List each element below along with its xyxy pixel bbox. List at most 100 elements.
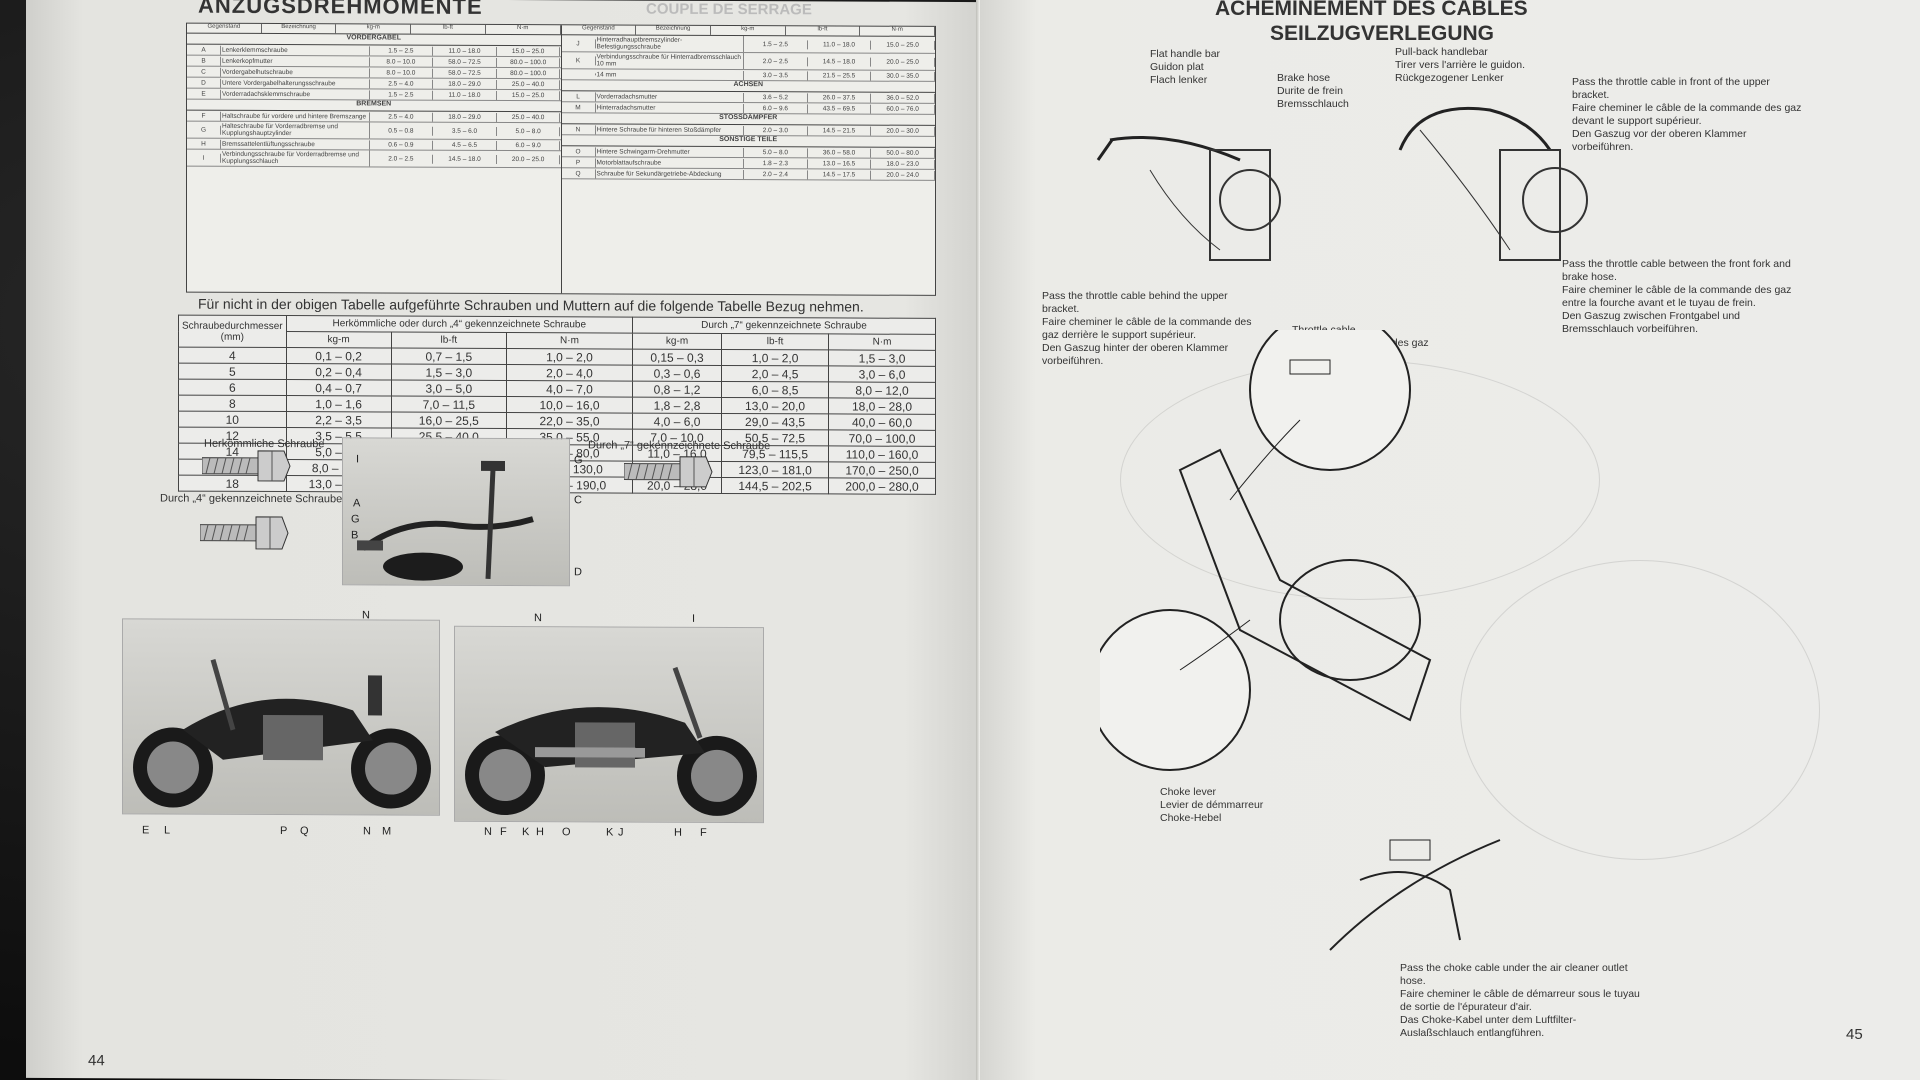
- choke-cable-diagram: [1329, 839, 1501, 951]
- table-cell: Hintere Schwingarm-Drehmutter: [595, 146, 745, 157]
- table-cell: 14.5 – 21.5: [807, 125, 872, 136]
- table-cell: 1.5 – 2.5: [369, 89, 434, 100]
- unit-header: N·m: [506, 332, 633, 350]
- table-cell: 18.0 – 29.0: [433, 79, 497, 89]
- table-cell: 15.0 – 25.0: [871, 40, 935, 50]
- table-cell: 0,8 – 1,2: [632, 381, 722, 398]
- handlebar-label-6: D: [574, 566, 582, 579]
- table-cell: E: [187, 89, 221, 99]
- table-cell: 30.0 – 35.0: [871, 71, 935, 81]
- label-choke-lever: Choke lever Levier de démmarreur Choke-H…: [1160, 786, 1264, 824]
- table-cell: 1,5 – 3,0: [391, 364, 507, 381]
- table-cell: 40,0 – 60,0: [828, 413, 936, 431]
- table-cell: 0.6 – 0.9: [369, 139, 434, 150]
- table-cell: 15.0 – 25.0: [496, 46, 561, 56]
- table-caption: Für nicht in der obigen Tabelle aufgefüh…: [198, 295, 864, 315]
- table-cell: 10,0 – 16,0: [506, 396, 633, 414]
- page-title: ANZUGSDREHMOMENTE: [198, 0, 483, 19]
- callout-letter: Q: [300, 825, 309, 838]
- column-header: Bezeichnung: [261, 23, 337, 34]
- col-group-conventional: Herkömmliche oder durch „4“ gekennzeichn…: [286, 315, 633, 334]
- table-cell: 36.0 – 58.0: [807, 147, 872, 158]
- table-cell: Vordergabelhutschraube: [221, 67, 370, 77]
- label-flat-handlebar: Flat handle bar Guidon plat Flach lenker: [1150, 48, 1221, 86]
- left-page: ANZUGSDREHMOMENTE COUPLE DE SERRAGE Gege…: [26, 0, 980, 1080]
- table-cell: 2.0 – 2.5: [369, 153, 434, 164]
- motorcycle-left-photo: [122, 618, 440, 816]
- handlebar-label-5: B: [351, 529, 359, 542]
- table-cell: 1,0 – 2,0: [721, 349, 829, 366]
- callout-letter: N: [362, 609, 370, 622]
- table-cell: 10: [178, 411, 287, 428]
- table-cell: 21.5 – 25.5: [807, 70, 872, 81]
- table-cell: Hintere Schraube für hinteren Stoßdämpfe…: [595, 124, 745, 135]
- table-cell: 6.0 – 9.6: [744, 103, 808, 113]
- callout-letter: O: [562, 826, 571, 839]
- page-number: 44: [88, 1052, 105, 1070]
- column-header: Gegenstand: [187, 23, 262, 33]
- table-cell: 13.0 – 16.5: [807, 158, 872, 169]
- table-cell: 123,0 – 181,0: [721, 461, 829, 478]
- table-cell: N: [561, 124, 596, 134]
- table-cell: 14.5 – 17.5: [807, 169, 872, 180]
- pullback-handlebar-diagram: [1398, 106, 1588, 261]
- table-cell: L: [561, 91, 596, 101]
- table-cell: 6.0 – 9.0: [496, 140, 561, 150]
- table-cell: [561, 73, 596, 76]
- table-cell: Vorderradachsmutter: [595, 91, 745, 102]
- table-cell: Bremssattelentlüftungsschraube: [221, 139, 370, 149]
- unit-header: lb-ft: [391, 332, 507, 349]
- table-cell: 1.8 – 2.3: [744, 158, 808, 168]
- table-cell: 18.0 – 29.0: [433, 112, 497, 122]
- table-cell: G: [187, 125, 221, 135]
- flat-handlebar-diagram: [1096, 136, 1281, 261]
- table-cell: 2.5 – 4.0: [369, 111, 434, 122]
- table-cell: B: [187, 56, 221, 66]
- callout-letter: M: [382, 825, 392, 838]
- table-cell: 36.0 – 52.0: [871, 93, 935, 103]
- table-cell: 7,0 – 11,5: [391, 396, 507, 413]
- table-cell: 3.0 – 3.5: [744, 70, 808, 80]
- table-cell: 5: [178, 363, 287, 380]
- table-cell: Hinterradachsmutter: [595, 102, 745, 113]
- table-cell: 80.0 – 100.0: [496, 68, 561, 78]
- page-title-right: ACHEMINEMENT DES CABLES SEILZUGVERLEGUNG: [1215, 0, 1528, 46]
- handlebar-label-2: A: [353, 497, 361, 510]
- table-cell: H: [187, 139, 221, 149]
- table-cell: 4: [178, 347, 287, 364]
- table-cell: 200,0 – 280,0: [828, 477, 936, 495]
- table-cell: 1,8 – 2,8: [632, 397, 722, 414]
- table-cell: 2,0 – 4,0: [506, 364, 633, 382]
- table-cell: 18.0 – 23.0: [871, 159, 935, 169]
- column-header: N·m: [485, 24, 561, 35]
- table-cell: 3,0 – 6,0: [828, 365, 936, 383]
- handlebar-label-3: C: [574, 494, 582, 507]
- title-fr: ACHEMINEMENT DES CABLES: [1215, 0, 1528, 20]
- table-cell: 8.0 – 10.0: [369, 67, 434, 78]
- unit-header: kg-m: [632, 333, 722, 350]
- table-cell: 5.0 – 8.0: [744, 147, 808, 157]
- table-cell: Lenkerkopfmutter: [221, 56, 370, 66]
- unit-header: lb-ft: [721, 333, 829, 350]
- table-cell: 20.0 – 24.0: [871, 170, 935, 180]
- table-cell: P: [561, 157, 596, 167]
- label-pullback-handlebar: Pull-back handlebar Tirer vers l'arrière…: [1395, 46, 1525, 84]
- table-cell: 170,0 – 250,0: [828, 461, 936, 479]
- table-cell: 80.0 – 100.0: [496, 57, 561, 67]
- table-cell: 13,0 – 20,0: [721, 397, 829, 414]
- table-cell: 3,0 – 5,0: [391, 380, 507, 397]
- table-cell: 20.0 – 30.0: [871, 126, 935, 136]
- table-cell: 1.5 – 2.5: [744, 39, 808, 49]
- table-cell: 20.0 – 25.0: [496, 154, 561, 164]
- table-cell: 8.0 – 10.0: [369, 56, 434, 67]
- table-cell: 11.0 – 18.0: [433, 90, 497, 100]
- table-cell: 4,0 – 6,0: [632, 413, 722, 430]
- unit-header: kg-m: [286, 331, 392, 349]
- table-cell: 11.0 – 18.0: [807, 39, 872, 50]
- throttle-routing-diagram: [1100, 330, 1432, 771]
